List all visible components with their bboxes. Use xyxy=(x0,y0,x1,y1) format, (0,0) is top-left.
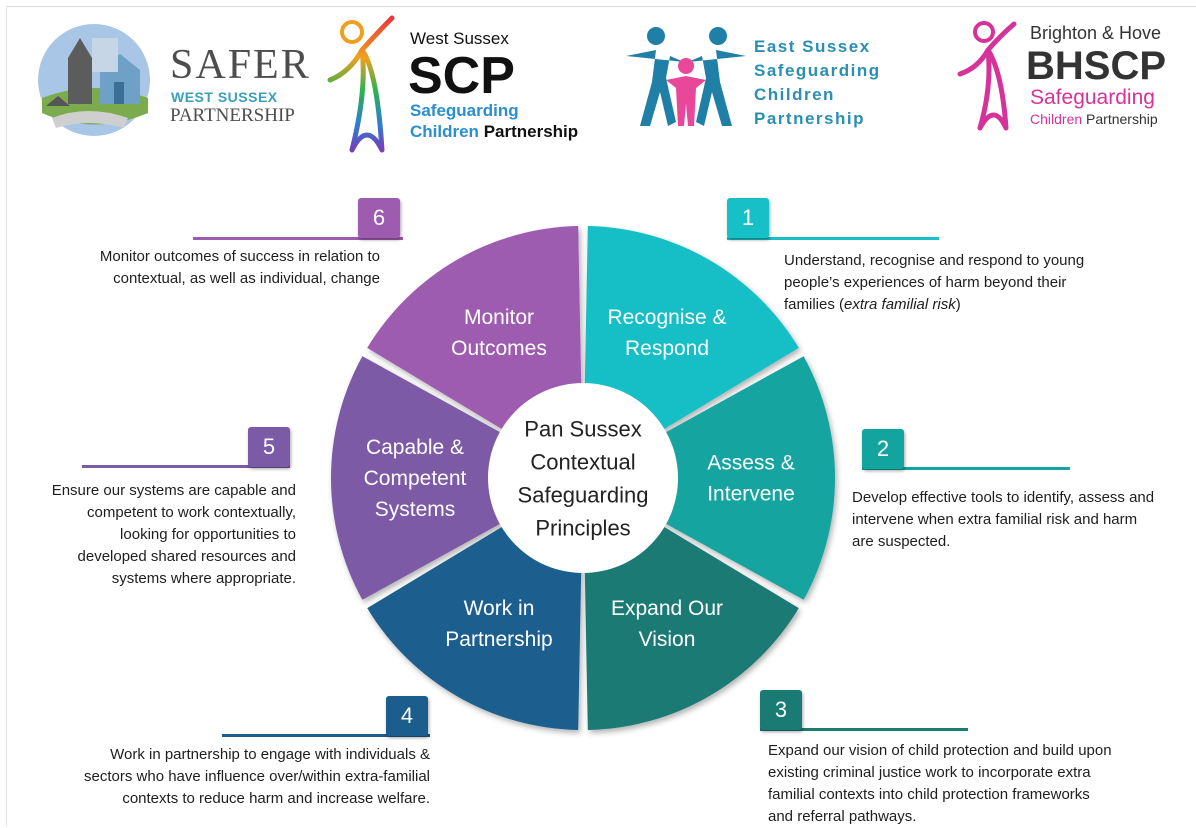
principle-1-rule xyxy=(727,237,939,240)
scp-line1: West Sussex xyxy=(410,29,509,48)
principle-5-description: Ensure our systems are capable and compe… xyxy=(10,480,296,590)
safer-line3: PARTNERSHIP xyxy=(170,105,295,126)
esscp-line3: Children xyxy=(754,85,835,104)
bhscp-line4-partnership: Partnership xyxy=(1086,111,1158,127)
bhscp-line3: Safeguarding xyxy=(1030,86,1155,109)
scp-line3: Safeguarding xyxy=(410,101,519,120)
safer-emblem-icon xyxy=(38,24,150,136)
principle-6-badge: 6 xyxy=(358,198,400,238)
scp-line4: Children Partnership xyxy=(410,123,578,140)
principle-6-line: Monitor outcomes of success in relation … xyxy=(99,248,380,265)
principle-5-line: systems where appropriate. xyxy=(111,570,296,587)
principle-1-last-suffix: ) xyxy=(955,296,961,313)
wheel-center-labels: Pan SussexContextualSafeguardingPrincipl… xyxy=(518,417,649,541)
wheel-segment-label: Monitor xyxy=(464,306,534,329)
safer-west-sussex-logo: SAFER WEST SUSSEX PARTNERSHIP xyxy=(28,18,318,153)
principle-5-line: competent to work contextually, xyxy=(87,504,296,521)
principle-5-rule xyxy=(82,465,290,468)
bhscp-line4: Children Partnership xyxy=(1030,112,1158,126)
bhscp-line4-children: Children xyxy=(1030,111,1083,127)
principle-4-line: contexts to reduce harm and increase wel… xyxy=(122,790,430,807)
principle-5-badge: 5 xyxy=(248,427,290,467)
principle-1-line: Understand, recognise and respond to you… xyxy=(784,252,1085,269)
scp-line4-partnership: Partnership xyxy=(483,122,579,141)
wheel-segment-label: Work in xyxy=(464,597,535,620)
principle-3-line: familial contexts into child protection … xyxy=(768,786,1090,803)
principle-4-description: Work in partnership to engage with indiv… xyxy=(30,744,430,810)
wheel-segment-label: Systems xyxy=(375,498,456,521)
esscp-figures-icon xyxy=(626,27,746,126)
bhscp-acronym: BHSCP xyxy=(1026,44,1167,88)
principle-1-last-italic: extra familial risk xyxy=(844,296,956,313)
principle-4-badge: 4 xyxy=(386,696,428,736)
wheel-segment-label: Capable & xyxy=(366,436,464,459)
wheel-center-circle xyxy=(488,383,678,573)
wheel-segment-label: Competent xyxy=(364,467,467,490)
bhscp-line1: Brighton & Hove xyxy=(1030,23,1162,43)
brighton-hove-bhscp-logo: Brighton & Hove BHSCP Safeguarding Child… xyxy=(954,14,1190,139)
wheel-segment xyxy=(331,356,583,600)
wheel-segment-label: Respond xyxy=(625,337,709,360)
west-sussex-scp-logo: West Sussex SCP Safeguarding Children Pa… xyxy=(322,10,592,160)
principle-5-line: looking for opportunities to xyxy=(120,526,296,543)
esscp-line4: Partnership xyxy=(754,109,865,128)
wheel-segment-label: Intervene xyxy=(707,483,795,506)
wheel-segment xyxy=(583,356,835,600)
principle-2-line: intervene when extra familial risk and h… xyxy=(852,511,1138,528)
wheel-center-label: Safeguarding xyxy=(518,483,649,508)
esscp-line2: Safeguarding xyxy=(754,61,881,80)
principle-1-badge: 1 xyxy=(727,198,769,238)
wheel-segment-label: Recognise & xyxy=(607,306,726,329)
principle-2-line: Develop effective tools to identify, ass… xyxy=(852,489,1155,506)
principle-1-description: Understand, recognise and respond to you… xyxy=(784,250,1164,316)
principle-3-line: Expand our vision of child protection an… xyxy=(768,742,1112,759)
principle-2-rule xyxy=(862,467,1070,470)
top-border xyxy=(6,6,1196,7)
wheel-segment-label: Expand Our xyxy=(611,597,723,620)
principle-3-line: and referral pathways. xyxy=(768,808,917,825)
principle-2-badge: 2 xyxy=(862,429,904,469)
wheel-center-label: Principles xyxy=(535,516,630,541)
scp-acronym: SCP xyxy=(408,47,515,105)
safer-line2: WEST SUSSEX xyxy=(171,89,278,105)
wheel-segment-label: Outcomes xyxy=(451,337,547,360)
esscp-line1: East Sussex xyxy=(754,37,871,56)
bhscp-figure-icon xyxy=(957,21,1017,131)
principle-1-line: people’s experiences of harm beyond thei… xyxy=(784,274,1067,291)
wheel-segment-label: Partnership xyxy=(445,628,552,651)
principle-5-line: Ensure our systems are capable and xyxy=(51,482,296,499)
principle-3-rule xyxy=(760,728,968,731)
principle-4-line: Work in partnership to engage with indiv… xyxy=(110,746,430,763)
principle-6-line: contextual, as well as individual, chang… xyxy=(113,270,380,287)
east-sussex-scp-logo: East Sussex Safeguarding Children Partne… xyxy=(622,22,922,137)
principle-6-description: Monitor outcomes of success in relation … xyxy=(40,246,380,290)
principle-4-line: sectors who have influence over/within e… xyxy=(84,768,430,785)
principle-3-badge: 3 xyxy=(760,690,802,730)
wheel-segment-label: Assess & xyxy=(707,452,795,475)
principle-1-line-last: families (extra familial risk) xyxy=(784,294,1164,316)
principle-6-rule xyxy=(193,237,403,240)
principle-3-description: Expand our vision of child protection an… xyxy=(768,740,1168,828)
safer-word: SAFER xyxy=(170,42,311,88)
principle-5-line: developed shared resources and xyxy=(77,548,296,565)
principle-2-description: Develop effective tools to identify, ass… xyxy=(852,487,1192,553)
scp-figure-icon xyxy=(327,15,395,153)
wheel-center-label: Pan Sussex xyxy=(524,417,641,442)
principle-4-rule xyxy=(222,734,430,737)
left-border xyxy=(6,6,7,827)
wheel-segment-label: Vision xyxy=(639,628,696,651)
scp-line4-children: Children xyxy=(410,122,479,141)
principle-1-last-prefix: families ( xyxy=(784,296,845,313)
principle-2-line: are suspected. xyxy=(852,533,951,550)
wheel-center-label: Contextual xyxy=(530,450,635,475)
principle-3-line: existing criminal justice work to incorp… xyxy=(768,764,1091,781)
